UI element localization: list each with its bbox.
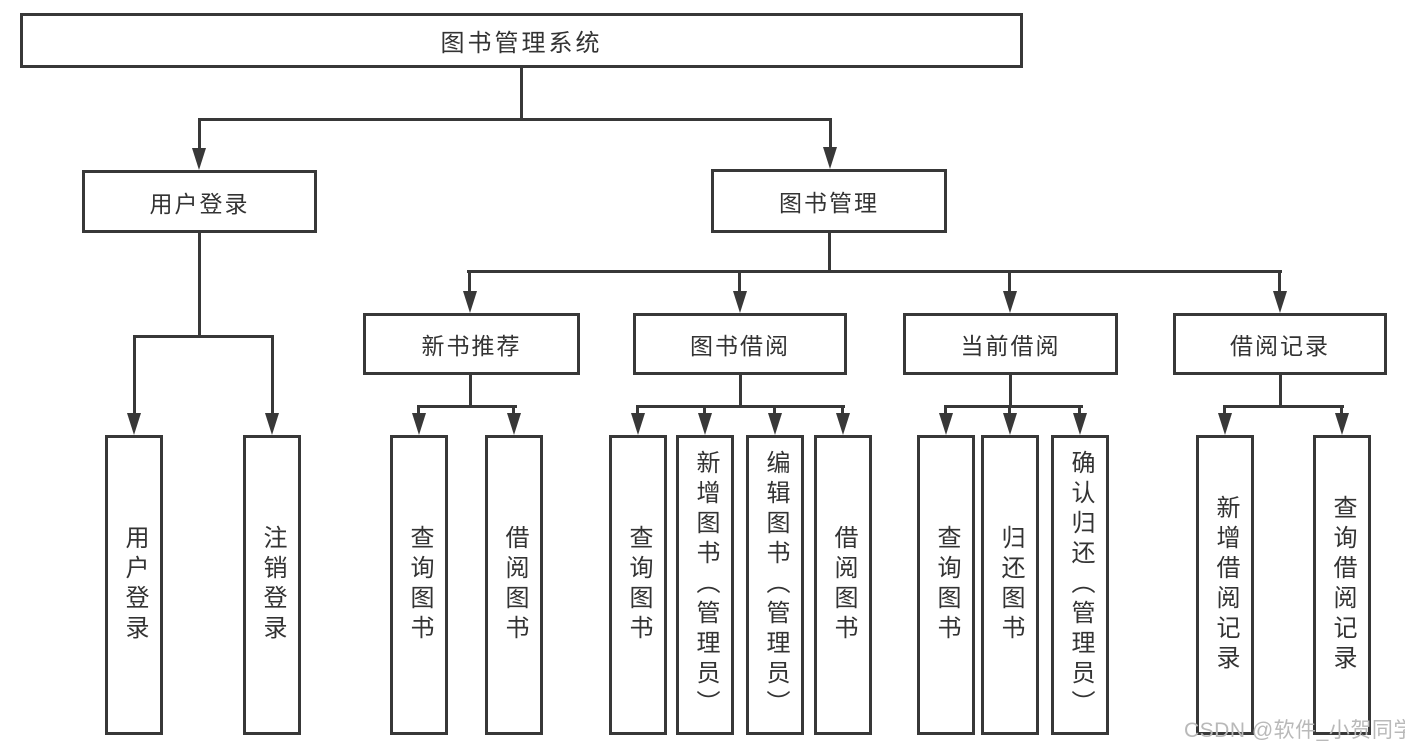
watermark: CSDN @软件_小贺同学 — [1184, 719, 1405, 742]
connector-line — [1008, 405, 1011, 417]
connector-line — [841, 405, 844, 417]
leaf-label: 新增借阅记录 — [1212, 495, 1239, 675]
arrow-down-icon — [1218, 413, 1232, 435]
leaf-label: 查询图书 — [625, 525, 652, 645]
leaf-label: 编辑图书（管理员） — [762, 450, 789, 720]
connector-line — [469, 375, 472, 407]
connector-line — [773, 405, 776, 417]
connector-line — [1340, 405, 1343, 417]
arrow-down-icon — [631, 413, 645, 435]
leaf-edit-books-admin: 编辑图书（管理员） — [746, 435, 804, 735]
connector-line — [944, 405, 947, 417]
connector-line — [1008, 270, 1011, 296]
leaf-add-books-admin: 新增图书（管理员） — [676, 435, 734, 735]
connector-line — [1223, 405, 1344, 408]
leaf-query-borrow-record: 查询借阅记录 — [1313, 435, 1371, 735]
node-library-system: 图书管理系统 — [20, 13, 1023, 68]
leaf-label: 查询图书 — [933, 525, 960, 645]
leaf-label: 确认归还（管理员） — [1067, 450, 1094, 720]
leaf-borrow-query-books: 查询图书 — [609, 435, 667, 735]
node-book-management: 图书管理 — [711, 169, 947, 233]
connector-line — [739, 375, 742, 407]
node-user-login: 用户登录 — [82, 170, 317, 233]
leaf-label: 查询借阅记录 — [1329, 495, 1356, 675]
connector-line — [1009, 375, 1012, 407]
leaf-label: 新增图书（管理员） — [692, 450, 719, 720]
arrow-down-icon — [192, 148, 206, 170]
leaf-label: 注销登录 — [259, 525, 286, 645]
connector-line — [520, 68, 523, 120]
node-borrow-records: 借阅记录 — [1173, 313, 1387, 375]
arrow-down-icon — [127, 413, 141, 435]
connector-line — [198, 233, 201, 338]
node-book-borrow: 图书借阅 — [633, 313, 847, 375]
connector-line — [636, 405, 845, 408]
arrow-down-icon — [412, 413, 426, 435]
connector-line — [512, 405, 515, 417]
connector-line — [829, 118, 832, 153]
leaf-label: 查询图书 — [406, 525, 433, 645]
leaf-borrow-books: 借阅图书 — [814, 435, 872, 735]
arrow-down-icon — [698, 413, 712, 435]
leaf-current-query-books: 查询图书 — [917, 435, 975, 735]
connector-line — [417, 405, 517, 408]
leaf-confirm-return-admin: 确认归还（管理员） — [1051, 435, 1109, 735]
node-new-book-recommend: 新书推荐 — [363, 313, 580, 375]
leaf-add-borrow-record: 新增借阅记录 — [1196, 435, 1254, 735]
leaf-logout: 注销登录 — [243, 435, 301, 735]
connector-line — [828, 233, 831, 273]
connector-line — [1278, 270, 1281, 296]
leaf-user-login: 用户登录 — [105, 435, 163, 735]
connector-line — [1279, 375, 1282, 407]
arrow-down-icon — [1003, 291, 1017, 313]
connector-line — [198, 118, 201, 154]
leaf-label: 借阅图书 — [501, 525, 528, 645]
arrow-down-icon — [823, 147, 837, 169]
connector-line — [468, 270, 471, 296]
connector-line — [417, 405, 420, 417]
node-current-borrow: 当前借阅 — [903, 313, 1118, 375]
arrow-down-icon — [836, 413, 850, 435]
connector-line — [133, 335, 136, 415]
connector-line — [703, 405, 706, 417]
connector-line — [944, 405, 1083, 408]
leaf-recommend-borrow-books: 借阅图书 — [485, 435, 543, 735]
leaf-label: 借阅图书 — [830, 525, 857, 645]
connector-line — [1223, 405, 1226, 417]
arrow-down-icon — [507, 413, 521, 435]
leaf-label: 归还图书 — [997, 525, 1024, 645]
connector-line — [636, 405, 639, 417]
connector-line — [738, 270, 741, 296]
arrow-down-icon — [1003, 413, 1017, 435]
arrow-down-icon — [939, 413, 953, 435]
arrow-down-icon — [463, 291, 477, 313]
connector-line — [198, 118, 832, 121]
leaf-recommend-query-books: 查询图书 — [390, 435, 448, 735]
arrow-down-icon — [265, 413, 279, 435]
arrow-down-icon — [768, 413, 782, 435]
leaf-return-books: 归还图书 — [981, 435, 1039, 735]
arrow-down-icon — [1273, 291, 1287, 313]
arrow-down-icon — [1073, 413, 1087, 435]
connector-line — [467, 270, 1282, 273]
arrow-down-icon — [1335, 413, 1349, 435]
leaf-label: 用户登录 — [121, 525, 148, 645]
arrow-down-icon — [733, 291, 747, 313]
connector-line — [271, 335, 274, 415]
connector-line — [133, 335, 274, 338]
connector-line — [1078, 405, 1081, 417]
